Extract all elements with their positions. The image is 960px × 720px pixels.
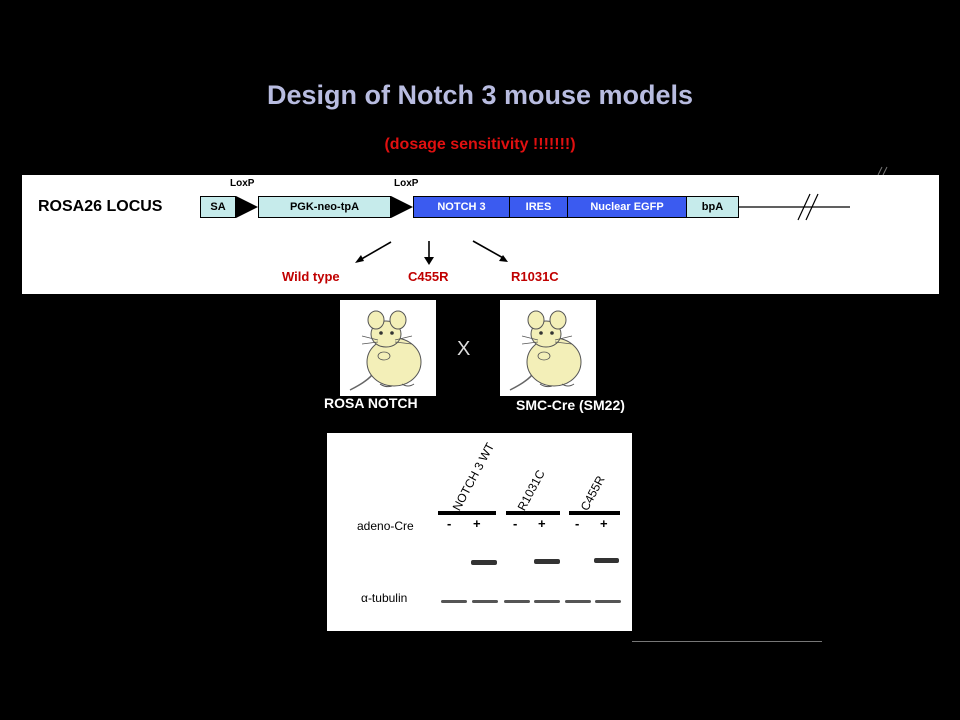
notch-band	[471, 560, 497, 565]
loxp-left-triangle-icon	[236, 196, 258, 218]
loxp-left-label: LoxP	[230, 178, 255, 189]
mouse-icon	[349, 310, 422, 391]
variant-wild-type: Wild type	[282, 269, 340, 284]
segment-nuclear-egfp: Nuclear EGFP	[567, 196, 687, 218]
tubulin-band	[595, 600, 621, 603]
row-label-adeno-cre: adeno-Cre	[357, 519, 414, 533]
lane-bar-wt	[438, 511, 496, 515]
mouse-left-image	[340, 300, 436, 396]
locus-label: ROSA26 LOCUS	[38, 198, 163, 215]
mouse-left-caption: ROSA NOTCH	[324, 395, 418, 411]
segment-ires: IRES	[509, 196, 568, 218]
loxp-right-label: LoxP	[394, 178, 419, 189]
cross-symbol: X	[457, 338, 471, 360]
lane-label-c455r: C455R	[577, 473, 608, 513]
sign-plus: +	[473, 516, 481, 531]
loxp-right-triangle-icon	[391, 196, 413, 218]
tubulin-band	[472, 600, 498, 603]
tubulin-band	[504, 600, 530, 603]
tubulin-band	[565, 600, 591, 603]
segment-pgk-neo: PGK-neo-tpA	[258, 196, 391, 218]
variant-c455r: C455R	[408, 269, 449, 284]
mouse-right-caption: SMC-Cre (SM22)	[516, 397, 625, 413]
locus-diagram: ROSA26 LOCUS LoxP LoxP SA PGK-neo-tpA NO…	[22, 175, 939, 294]
sign-plus: +	[538, 516, 546, 531]
slide-subtitle: (dosage sensitivity !!!!!!!)	[384, 136, 576, 153]
break-mark-icon	[877, 166, 888, 176]
notch-band	[534, 559, 560, 564]
sign-minus: -	[575, 516, 580, 531]
sign-plus: +	[600, 516, 608, 531]
divider-line	[632, 641, 822, 642]
locus-lines	[355, 193, 850, 265]
western-blot: NOTCH 3 WT R1031C C455R adeno-Cre - + - …	[327, 433, 632, 631]
notch-band	[594, 558, 619, 563]
lane-label-notch3-wt: NOTCH 3 WT	[449, 440, 498, 513]
tubulin-band	[534, 600, 560, 603]
sign-minus: -	[513, 516, 518, 531]
lane-label-r1031c: R1031C	[514, 467, 548, 513]
segment-bpa: bpA	[686, 196, 739, 218]
mouse-right-image	[500, 300, 596, 396]
sign-minus: -	[447, 516, 452, 531]
lane-bar-r1031c	[506, 511, 560, 515]
segment-sa: SA	[200, 196, 236, 218]
lane-bar-c455r	[569, 511, 620, 515]
row-label-alpha-tubulin: α-tubulin	[361, 591, 408, 605]
mouse-icon	[509, 310, 582, 391]
tubulin-band	[441, 600, 467, 603]
variant-r1031c: R1031C	[511, 269, 559, 284]
segment-notch3: NOTCH 3	[413, 196, 510, 218]
slide-title: Design of Notch 3 mouse models	[266, 80, 694, 110]
